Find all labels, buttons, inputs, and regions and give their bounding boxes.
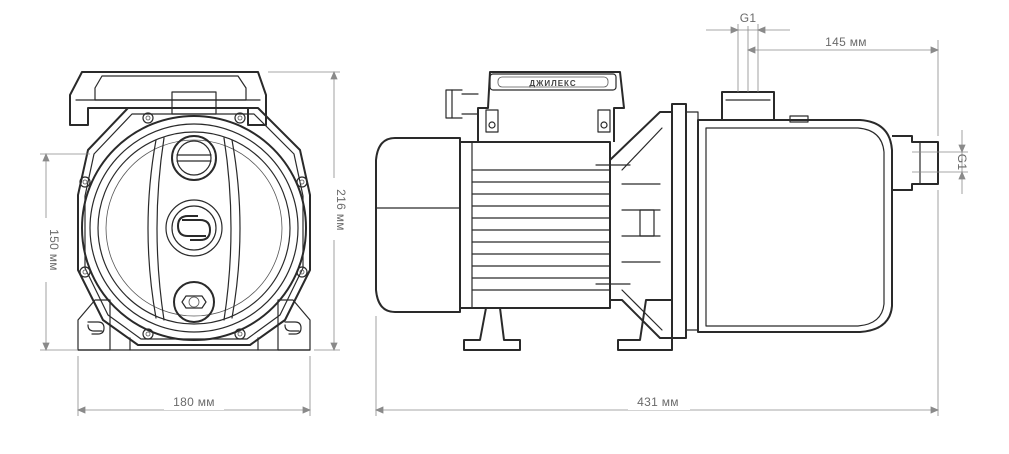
pump-foot bbox=[617, 299, 673, 351]
brand-logo-small-icon bbox=[87, 321, 302, 335]
front-housing bbox=[77, 107, 311, 346]
front-left-foot bbox=[77, 299, 111, 351]
cooling-fins bbox=[471, 169, 611, 291]
motor-end-cap bbox=[375, 137, 461, 313]
pump-bracket bbox=[609, 111, 673, 339]
inlet-port bbox=[721, 91, 775, 121]
side-terminal-box bbox=[477, 71, 625, 142]
inlet-offset-label: 145 мм bbox=[825, 35, 867, 49]
front-bolts bbox=[79, 112, 308, 340]
front-view bbox=[69, 71, 311, 351]
front-dimensions: 180 мм 150 мм 216 мм bbox=[38, 70, 348, 416]
brand-name: ДЖИЛЕКС bbox=[529, 79, 576, 88]
front-terminal-box bbox=[69, 71, 267, 126]
pump-flange bbox=[671, 103, 687, 339]
motor-foot bbox=[463, 307, 521, 351]
front-height-total-label: 216 мм bbox=[334, 189, 348, 231]
front-height-inner-label: 150 мм bbox=[47, 229, 61, 271]
motor-body bbox=[459, 141, 611, 309]
pump-casing bbox=[697, 119, 893, 333]
outlet-thread-label: G1 bbox=[955, 154, 969, 171]
front-cover bbox=[81, 115, 307, 341]
front-right-foot bbox=[277, 299, 311, 351]
side-dimensions: 431 мм 145 мм G1 G1 bbox=[374, 11, 969, 416]
outlet-port bbox=[892, 135, 939, 191]
brand-logo-icon bbox=[165, 199, 223, 257]
drain-plug bbox=[173, 281, 215, 323]
side-view: ДЖИЛЕКС bbox=[375, 71, 939, 351]
front-width-label: 180 мм bbox=[173, 395, 215, 409]
priming-plug bbox=[171, 135, 217, 181]
nameplate bbox=[497, 76, 609, 88]
side-length-label: 431 мм bbox=[637, 395, 679, 409]
cable-gland bbox=[445, 89, 463, 119]
inlet-thread-label: G1 bbox=[740, 11, 757, 25]
